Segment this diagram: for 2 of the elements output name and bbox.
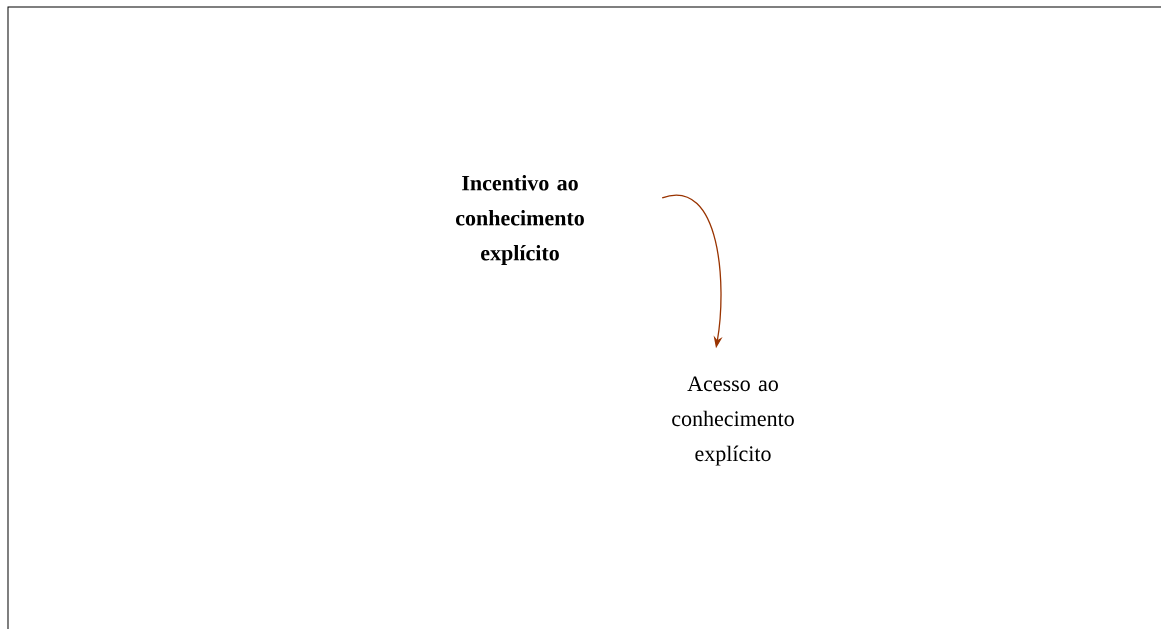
text-label: Acesso ao conhecimento explícito [672,376,794,466]
bold-label: Incentivo ao conhecimento explícito [456,175,584,265]
